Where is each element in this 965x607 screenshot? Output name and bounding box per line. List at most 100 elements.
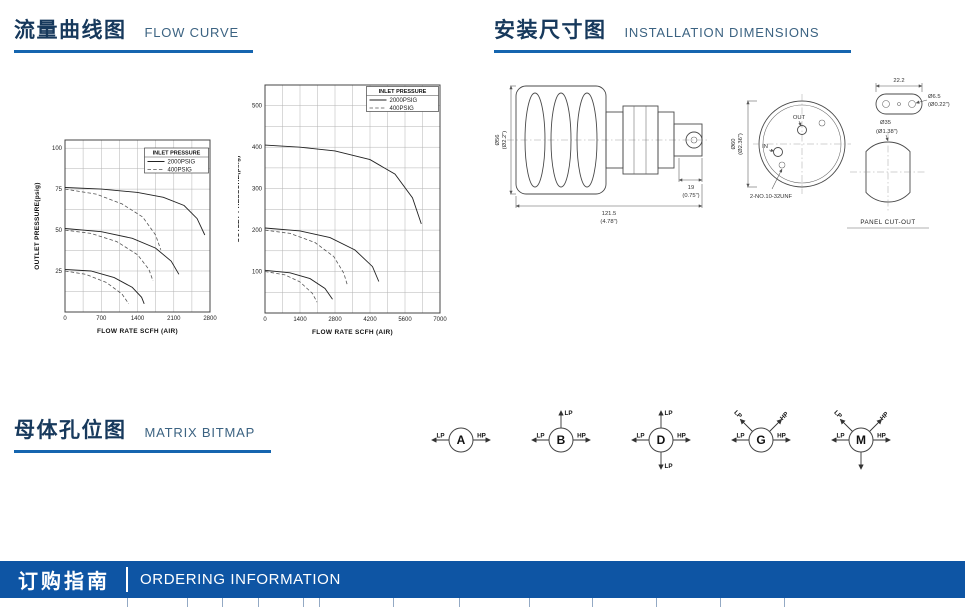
ordering-table-cell — [394, 598, 460, 607]
matrix-letter: B — [557, 433, 566, 447]
hole-diameter-inch-label: (Ø0.22") — [928, 102, 950, 108]
port-label: LP — [736, 433, 744, 440]
bracket-plate: 22.2 Ø6.5 (Ø0.22") — [875, 78, 950, 115]
ordering-table-cell — [721, 598, 785, 607]
port-arrow-up-right — [769, 418, 783, 432]
banner-separator — [126, 567, 128, 592]
port-label: LP — [832, 409, 843, 420]
ordering-title-en: ORDERING INFORMATION — [140, 571, 341, 588]
port-arrow-up-left — [739, 418, 753, 432]
out-port-label: OUT — [793, 115, 806, 121]
installation-title-zh: 安装尺寸图 — [494, 19, 607, 42]
ordering-table-cell — [460, 598, 530, 607]
port-label: LP — [665, 463, 673, 470]
knob-diameter-inch-label: (Ø2.2") — [502, 131, 508, 150]
installation-title-en: INSTALLATION DIMENSIONS — [624, 25, 820, 40]
ordering-table-cell — [259, 598, 304, 607]
matrix-item-M: LP HP LP HP M — [813, 396, 909, 480]
knob-diameter-label: Ø56 — [495, 135, 501, 146]
in-port-label: IN — [762, 144, 768, 150]
series-2000PSIG-set-50 — [64, 228, 180, 275]
ordering-table-cell — [304, 598, 320, 607]
port-length-inch-label: (0.75") — [682, 193, 699, 199]
body-diameter-label: Ø60 — [731, 139, 737, 150]
series-2000PSIG-set-100 — [264, 269, 333, 300]
ordering-table-cell — [657, 598, 721, 607]
port-label: LP — [565, 410, 573, 417]
panel-diameter-inch-label: (Ø1.38") — [876, 129, 898, 135]
flow-curve-title-en: FLOW CURVE — [144, 25, 239, 40]
svg-text:100: 100 — [252, 270, 263, 276]
ordering-title-zh: 订购指南 — [18, 571, 110, 593]
port-label: HP — [879, 411, 890, 422]
port-label: HP — [477, 433, 486, 440]
total-length-label: 121.5 — [602, 211, 617, 217]
ordering-table-cell — [593, 598, 657, 607]
matrix-config-M-svg: LP HP LP HP M — [831, 409, 891, 470]
svg-text:200: 200 — [252, 228, 263, 234]
total-length-inch-label: (4.78") — [600, 219, 617, 225]
matrix-letter: D — [657, 433, 666, 447]
svg-text:50: 50 — [55, 228, 62, 234]
y-axis-title: OUTLET PRESSURE(psig) — [34, 182, 41, 270]
legend-entry: 400PSIG — [390, 106, 415, 112]
series-400PSIG-set-75 — [64, 188, 162, 250]
port-label: HP — [577, 433, 586, 440]
series-400PSIG-set-200 — [264, 229, 348, 286]
port-label: LP — [836, 433, 844, 440]
legend-title: INLET PRESSURE — [153, 151, 201, 157]
svg-text:300: 300 — [252, 187, 263, 193]
matrix-item-B: LP LP HP B — [513, 396, 609, 480]
installation-drawing-area: Ø56 (Ø2.2") 19 (0.75") 121.5 (4.78") — [495, 72, 965, 312]
legend-entry: 2000PSIG — [390, 98, 418, 104]
dim-total-length: 121.5 (4.78") — [515, 184, 703, 225]
svg-text:2100: 2100 — [167, 316, 181, 322]
installation-drawing: Ø56 (Ø2.2") 19 (0.75") 121.5 (4.78") — [495, 78, 950, 229]
svg-text:100: 100 — [52, 146, 63, 152]
ordering-table-cell — [188, 598, 223, 607]
dim-body-diameter: Ø60 (Ø2.36") — [731, 100, 757, 188]
series-2000PSIG-set-400 — [264, 144, 422, 225]
installation-heading: 安装尺寸图 INSTALLATION DIMENSIONS — [494, 20, 851, 53]
svg-text:400: 400 — [252, 145, 263, 151]
port-label: LP — [636, 433, 644, 440]
svg-text:75: 75 — [55, 187, 62, 193]
ordering-table-cell — [223, 598, 259, 607]
svg-text:700: 700 — [96, 316, 107, 322]
mounting-thread-callout: 2-NO.10-32UNF — [750, 168, 793, 200]
regulator-front-view: OUT IN — [753, 94, 851, 194]
port-label: LP — [436, 433, 444, 440]
bracket-width-label: 22.2 — [893, 78, 904, 84]
legend-entry: 400PSIG — [168, 168, 193, 174]
port-label: HP — [677, 433, 686, 440]
body-diameter-inch-label: (Ø2.36") — [738, 133, 744, 155]
matrix-letter: M — [856, 433, 866, 447]
port-label: LP — [536, 433, 544, 440]
series-2000PSIG-set-200 — [264, 227, 380, 282]
svg-text:5600: 5600 — [398, 317, 412, 323]
port-arrow-up-right — [869, 418, 883, 432]
series-400PSIG-set-25 — [64, 270, 130, 305]
legend-box — [144, 147, 209, 174]
port-label: HP — [877, 433, 886, 440]
series-2000PSIG-set-25 — [64, 268, 145, 304]
legend-title: INLET PRESSURE — [379, 89, 427, 95]
x-axis-title: FLOW RATE SCFH (AIR) — [312, 329, 393, 336]
svg-text:7000: 7000 — [433, 317, 447, 323]
svg-text:0: 0 — [63, 316, 67, 322]
ordering-table-top-edge — [0, 598, 965, 607]
ordering-banner: 订购指南 ORDERING INFORMATION — [0, 561, 965, 598]
port-label: LP — [732, 409, 743, 420]
svg-text:500: 500 — [252, 104, 263, 110]
svg-text:0: 0 — [263, 317, 267, 323]
series-400PSIG-set-100 — [264, 271, 318, 303]
mounting-thread-label: 2-NO.10-32UNF — [750, 194, 793, 200]
